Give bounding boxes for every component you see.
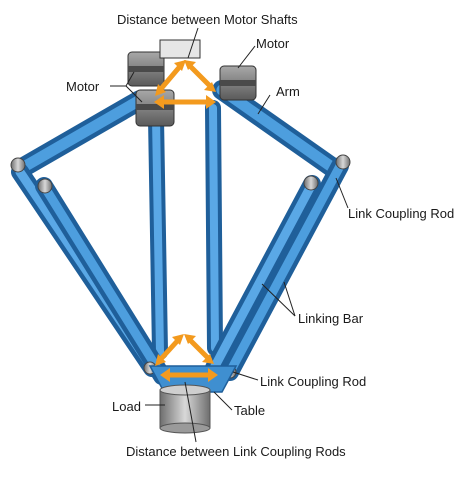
load <box>159 384 211 434</box>
leader-lines <box>110 27 349 443</box>
motors <box>127 39 257 127</box>
load-label: Load <box>112 399 141 414</box>
motor-shaft-distance-arrows <box>154 60 216 109</box>
link-coupling-rod-lower-label: Link Coupling Rod <box>260 374 367 389</box>
motor-shaft-distance-label: Distance between Motor Shafts <box>117 12 298 27</box>
linking-bar-label: Linking Bar <box>298 311 364 326</box>
rod-distance-label: Distance between Link Coupling Rods <box>126 444 346 459</box>
motor-label-right: Motor <box>256 36 290 51</box>
arm-label: Arm <box>276 84 300 99</box>
motor-label-left: Motor <box>66 79 100 94</box>
rod-distance-arrows <box>155 334 218 382</box>
arm <box>12 80 346 180</box>
table-label: Table <box>234 403 266 418</box>
link-coupling-rod-joints <box>10 154 351 379</box>
rear-linking-bars <box>148 100 223 360</box>
linking-bar <box>11 157 349 385</box>
link-coupling-rod-upper-label: Link Coupling Rod <box>348 206 455 221</box>
